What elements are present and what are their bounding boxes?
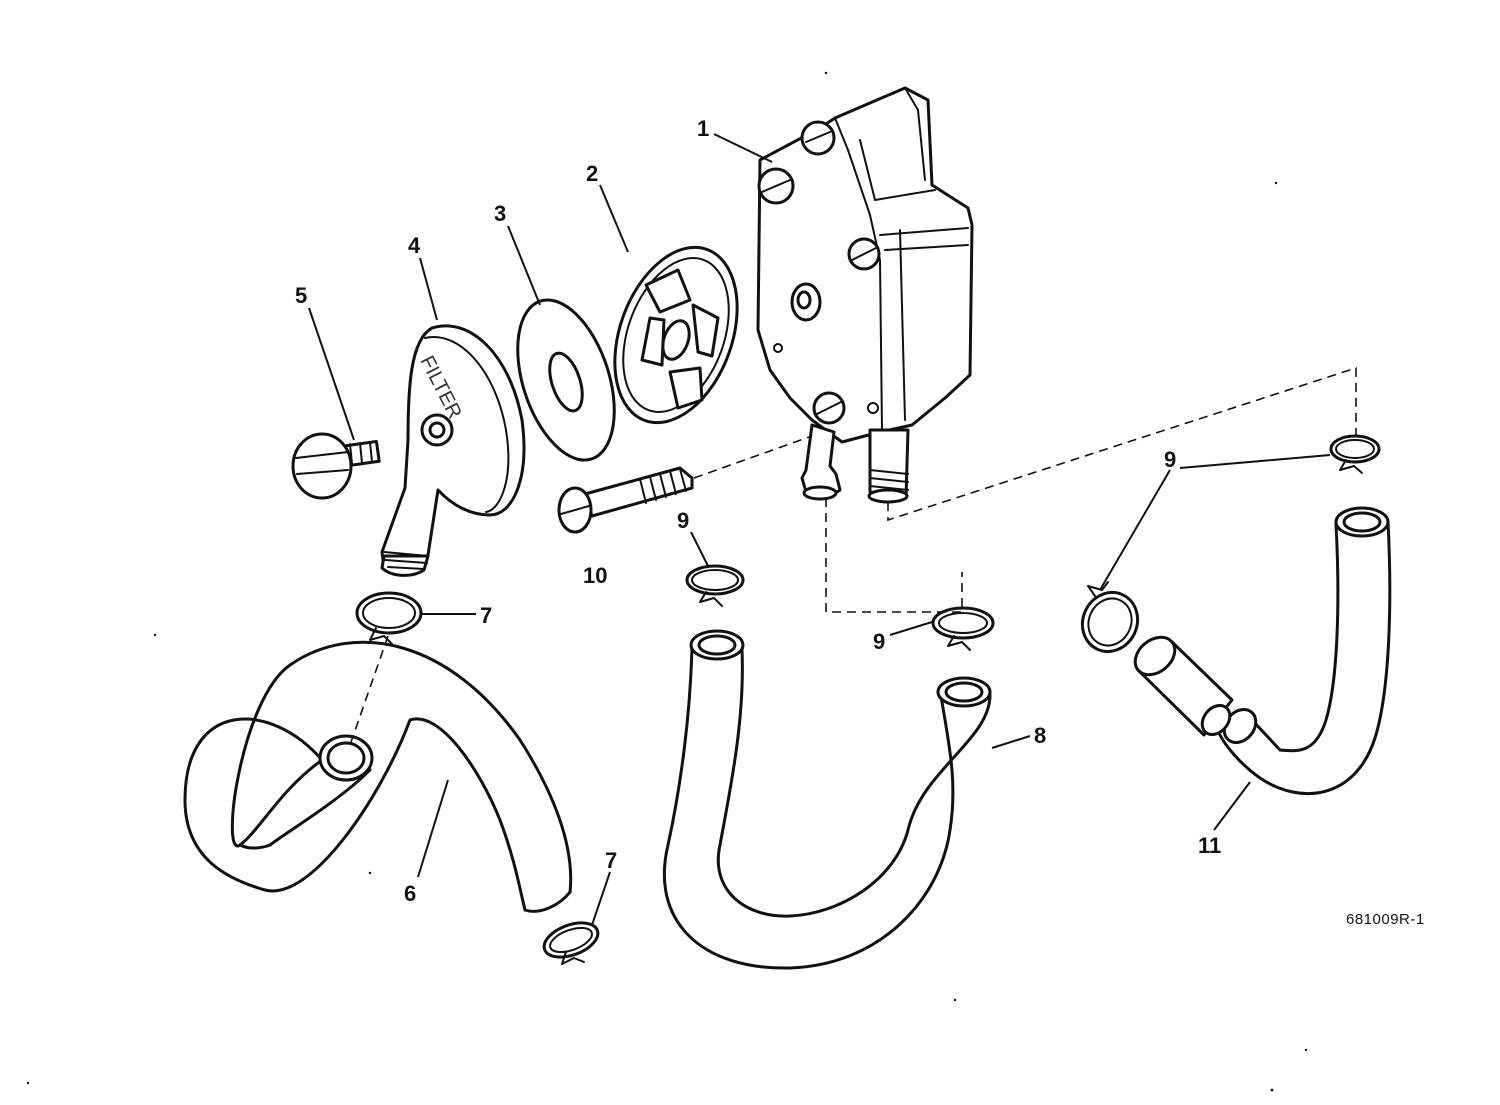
callout-3: 3 [494,201,506,226]
clamp-9-top-right [1329,434,1381,474]
fuel-pump-body [756,86,974,504]
clamp-7-lower [542,921,600,965]
hose-11 [1133,506,1392,796]
clamp-9-middle [685,564,745,607]
filter-cover: FILTER [380,324,526,577]
callout-9-right: 9 [1164,447,1176,472]
leader-lines [308,133,1331,926]
callout-1: 1 [697,116,709,141]
callout-numbers: 1 2 3 4 5 6 7 7 8 9 9 9 10 11 [295,116,1221,906]
clamp-9-right-lower [931,606,995,651]
hose-8 [662,629,992,970]
callout-11: 11 [1198,833,1221,858]
callout-9-middle: 9 [677,508,689,533]
scan-specks [26,71,1308,1092]
filter-gasket [516,298,616,462]
callout-5: 5 [295,283,307,308]
long-screw [557,466,694,534]
filter-screen [613,245,739,425]
clamp-9-side-right [1080,581,1140,653]
callout-7-upper: 7 [480,603,492,628]
callout-7-lower: 7 [605,848,617,873]
callout-9-lower: 9 [873,629,885,654]
hose-6 [183,640,573,913]
assembly-lines [349,366,1357,746]
callout-2: 2 [586,161,598,186]
callout-4: 4 [408,233,421,258]
clamp-7-upper [355,591,423,645]
callout-10: 10 [583,563,607,588]
callout-6: 6 [404,881,416,906]
reference-code: 681009R-1 [1346,911,1425,928]
thumb-screw [291,432,381,500]
callout-8: 8 [1034,723,1046,748]
